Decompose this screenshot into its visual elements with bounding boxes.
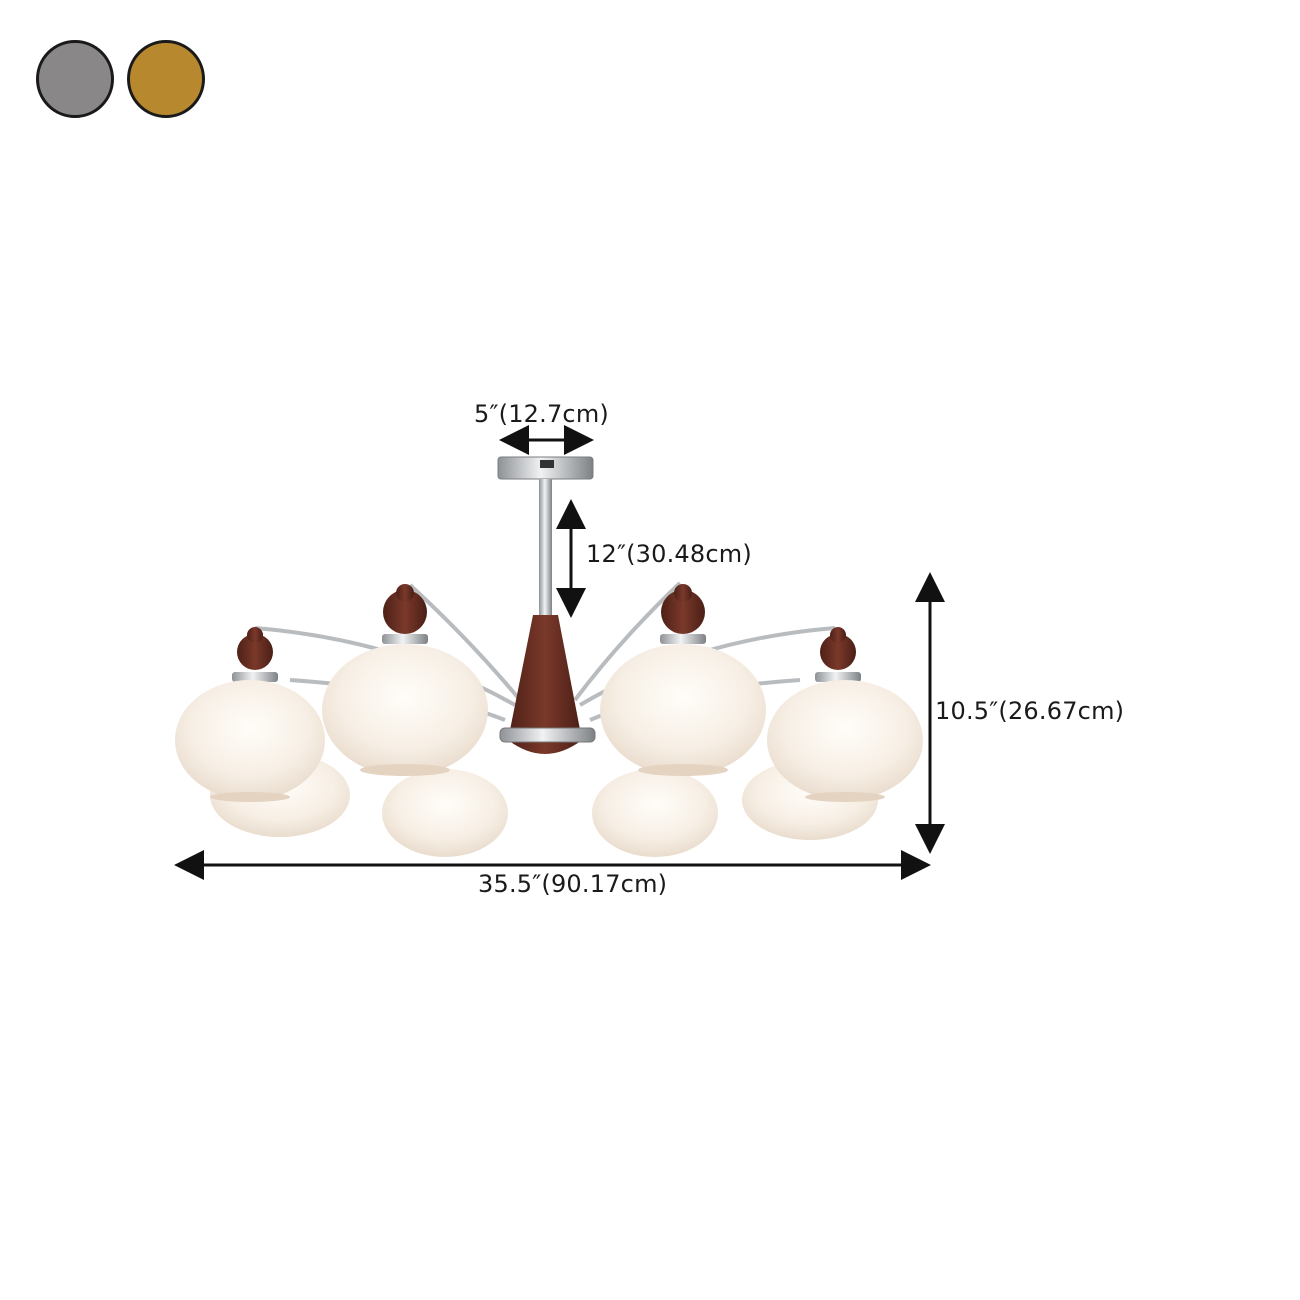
- wood-center-body: [508, 615, 582, 754]
- shade-holders: [232, 634, 861, 682]
- shade-upper-row: [175, 644, 923, 802]
- dimension-lines: [174, 425, 945, 880]
- wood-finials: [237, 584, 856, 670]
- rod-dimension-label: 12″(30.48cm): [586, 540, 752, 568]
- shade-lower-row: [210, 753, 878, 857]
- width-dimension-label: 35.5″(90.17cm): [478, 870, 668, 898]
- canopy-dimension-label: 5″(12.7cm): [474, 400, 609, 428]
- canopy: [497, 456, 594, 480]
- crystal-ring: [499, 727, 596, 743]
- down-rod: [539, 479, 552, 619]
- color-swatch-grey[interactable]: [36, 40, 114, 118]
- color-swatch-gold[interactable]: [127, 40, 205, 118]
- height-dimension-label: 10.5″(26.67cm): [935, 697, 1125, 725]
